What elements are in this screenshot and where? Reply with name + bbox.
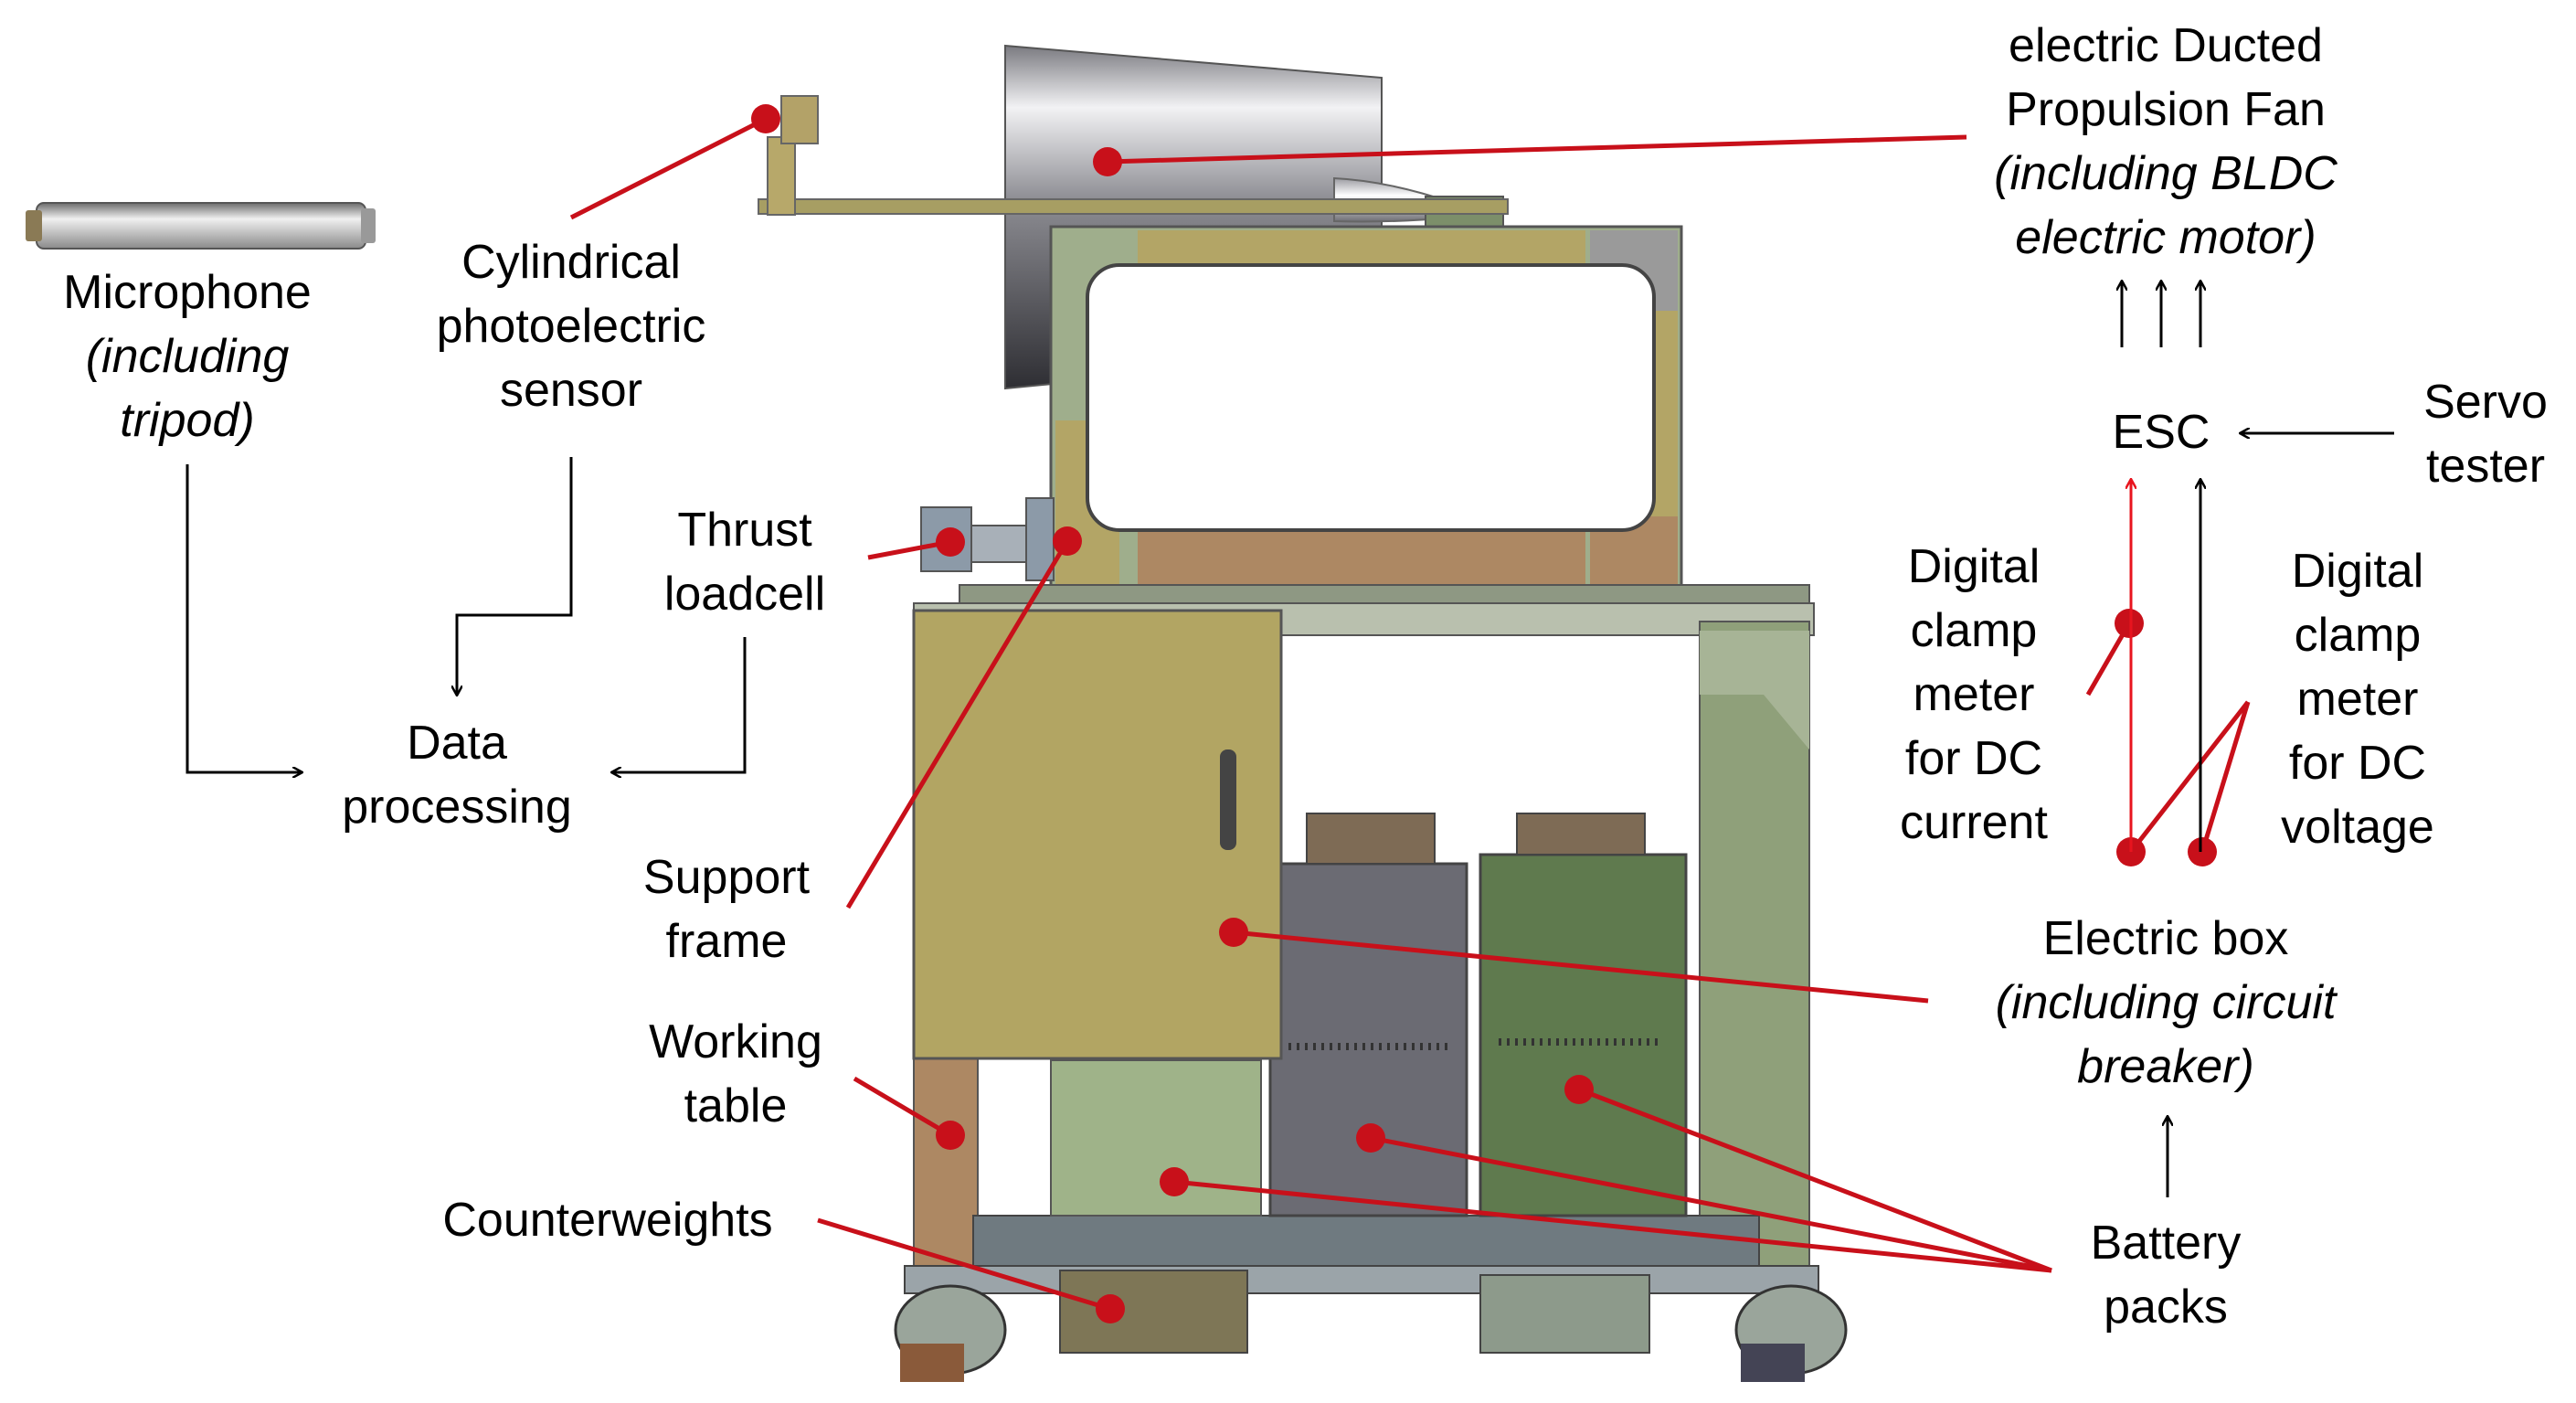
dot-working xyxy=(936,1121,965,1150)
counterweights-image xyxy=(1059,1270,1650,1354)
dot-counterweight xyxy=(1096,1294,1125,1323)
callout-working-line xyxy=(853,1076,952,1138)
callout-counterweight-line xyxy=(817,1217,1111,1312)
label-clamp-current-line3: meter xyxy=(1913,668,2035,721)
label-sensor-line2: photoelectric xyxy=(436,300,706,353)
label-microphone-line3: tripod) xyxy=(120,394,255,447)
label-thrust-line1: Thrust xyxy=(677,504,812,557)
callout-clamp-voltage-line-1 xyxy=(2129,700,2250,854)
callout-clamp-voltage-line-2 xyxy=(2200,701,2251,853)
label-box-line1: Electric box xyxy=(2042,912,2289,965)
label-sensor: Cylindrical photoelectric sensor xyxy=(402,230,740,422)
label-fan-line2: Propulsion Fan xyxy=(2006,83,2326,136)
dot-battery-2 xyxy=(1356,1123,1385,1153)
label-box-line3: breaker) xyxy=(2077,1040,2254,1093)
callout-fan-line xyxy=(1107,134,1967,165)
callout-dots xyxy=(751,104,2217,1323)
label-box-line2: (including circuit xyxy=(1995,976,2337,1029)
label-data-line1: Data xyxy=(407,717,507,770)
callout-support-line xyxy=(845,539,1070,909)
label-esc-line1: ESC xyxy=(2112,406,2210,459)
support-frame-image xyxy=(959,225,1810,604)
label-battery-line1: Battery xyxy=(2090,1217,2242,1270)
callout-battery2-line xyxy=(1370,1135,2052,1273)
label-clamp-current-line4: for DC xyxy=(1904,732,2043,785)
label-working-table: Working table xyxy=(612,1010,859,1138)
label-clamp-voltage-line4: for DC xyxy=(2288,737,2427,790)
label-clamp-voltage-line2: clamp xyxy=(2294,609,2422,662)
wheels-image xyxy=(894,1284,1848,1382)
label-support-line1: Support xyxy=(642,851,811,904)
label-clamp-current-line2: clamp xyxy=(1910,604,2038,657)
dot-sensor xyxy=(751,104,780,133)
label-ducted-fan: electric Ducted Propulsion Fan (includin… xyxy=(1956,14,2376,270)
dot-clamp-voltage-2 xyxy=(2188,837,2217,866)
label-servo-line1: Servo xyxy=(2423,376,2548,429)
dot-loadcell xyxy=(936,527,965,557)
label-counterweights: Counterweights xyxy=(402,1188,813,1252)
arrow-sensor-to-data xyxy=(457,457,573,695)
label-clamp-current: Digital clamp meter for DC current xyxy=(1882,535,2065,855)
callout-battery3-line xyxy=(1578,1087,2052,1273)
microphone-image xyxy=(26,202,376,250)
battery-packs-image xyxy=(1050,813,1688,1217)
arrow-loadcell-to-data xyxy=(612,637,747,772)
dot-support xyxy=(1053,526,1082,556)
label-thrust-line2: loadcell xyxy=(663,568,826,621)
label-microphone-line2: (including xyxy=(85,330,290,383)
dot-battery-3 xyxy=(1564,1075,1594,1104)
callout-sensor-line xyxy=(569,116,768,220)
label-sensor-line3: sensor xyxy=(499,364,643,417)
label-support-frame: Support frame xyxy=(603,845,850,973)
label-clamp-current-line1: Digital xyxy=(1907,540,2041,593)
label-servo-line2: tester xyxy=(2425,440,2546,493)
label-fan-line4: electric motor) xyxy=(2015,211,2316,264)
label-support-line2: frame xyxy=(665,915,788,968)
callout-lines xyxy=(569,116,2251,1312)
label-esc: ESC xyxy=(2093,400,2230,464)
label-clamp-voltage-line5: voltage xyxy=(2281,801,2434,854)
label-thrust-loadcell: Thrust loadcell xyxy=(621,498,868,626)
label-electric-box: Electric box (including circuit breaker) xyxy=(1956,907,2376,1099)
label-clamp-voltage-line1: Digital xyxy=(2291,545,2424,598)
label-servo-tester: Servo tester xyxy=(2394,370,2576,498)
dot-fan xyxy=(1093,147,1122,176)
label-battery-packs: Battery packs xyxy=(2061,1211,2271,1339)
label-data-line2: processing xyxy=(342,781,572,834)
arrow-mic-to-data xyxy=(186,464,302,772)
dot-battery-1 xyxy=(1160,1167,1189,1196)
label-sensor-line1: Cylindrical xyxy=(461,236,681,289)
label-clamp-voltage-line3: meter xyxy=(2296,673,2419,726)
label-counterweights-line1: Counterweights xyxy=(442,1194,773,1247)
label-fan-line1: electric Ducted xyxy=(2009,19,2323,72)
label-clamp-current-line5: current xyxy=(1900,796,2048,849)
label-battery-line2: packs xyxy=(2104,1281,2228,1334)
dot-box xyxy=(1219,918,1248,947)
label-data-processing: Data processing xyxy=(311,711,603,839)
label-working-line2: table xyxy=(684,1079,788,1132)
dot-clamp-current xyxy=(2115,609,2144,638)
label-working-line1: Working xyxy=(649,1015,822,1068)
signal-arrows xyxy=(186,282,2394,1197)
working-table-image xyxy=(904,602,1819,1294)
label-fan-line3: (including BLDC xyxy=(1994,147,2337,200)
label-microphone-line1: Microphone xyxy=(63,266,312,319)
label-microphone: Microphone (including tripod) xyxy=(37,260,338,452)
callout-box-line xyxy=(1233,930,1929,1004)
electric-box-image xyxy=(912,609,1283,1060)
label-clamp-voltage: Digital clamp meter for DC voltage xyxy=(2262,539,2454,859)
callout-battery1-line xyxy=(1173,1179,2052,1273)
